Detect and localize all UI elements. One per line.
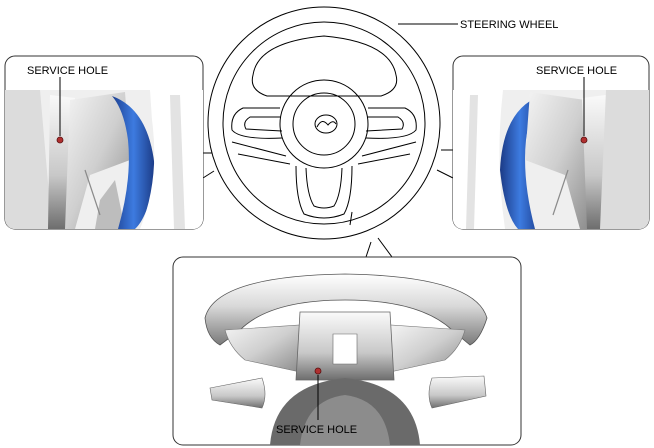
left-detail-panel: SERVICE HOLE [4, 55, 204, 230]
panel-connector-lines [202, 149, 454, 258]
right-service-hole-marker [580, 136, 588, 144]
left-service-hole-label: SERVICE HOLE [27, 65, 108, 77]
right-detail-panel: SERVICE HOLE [452, 55, 650, 230]
steering-wheel-label: STEERING WHEEL [460, 19, 558, 31]
steering-wheel-line-drawing [207, 6, 441, 240]
left-service-hole-marker [56, 136, 64, 144]
right-service-hole-label: SERVICE HOLE [536, 65, 617, 77]
bottom-detail-panel: SERVICE HOLE [172, 256, 522, 446]
bottom-service-hole-marker [314, 367, 322, 375]
bottom-service-hole-label: SERVICE HOLE [276, 424, 357, 436]
